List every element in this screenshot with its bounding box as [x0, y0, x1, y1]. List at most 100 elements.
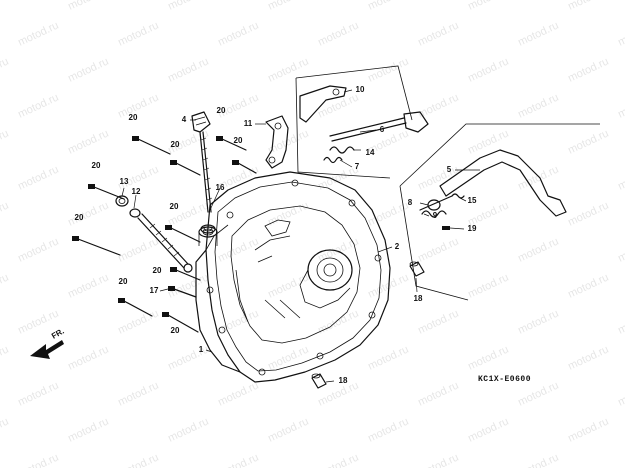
front-direction-arrow: FR.	[30, 327, 66, 359]
watermark-text: motod.ru	[316, 451, 360, 468]
watermark-text: motod.ru	[266, 343, 310, 372]
watermark-text: motod.ru	[166, 55, 210, 84]
callout-20d: 20	[92, 161, 101, 170]
watermark-text: motod.ru	[0, 0, 11, 13]
watermark-text: motod.ru	[116, 235, 160, 264]
watermark-text: motod.ru	[266, 0, 310, 13]
watermark-text: motod.ru	[416, 379, 460, 408]
watermark-text: motod.ru	[316, 307, 360, 336]
watermark-text: motod.ru	[66, 55, 110, 84]
bolt-20g-icon	[165, 225, 201, 243]
dowel-18a-icon	[409, 261, 425, 277]
callout-11: 11	[244, 119, 253, 128]
callout-1: 1	[199, 345, 204, 354]
watermark-text: motod.ru	[66, 271, 110, 300]
watermark-text: motod.ru	[566, 55, 610, 84]
watermark-text: motod.ru	[466, 55, 510, 84]
watermark-text: motod.ru	[416, 451, 460, 468]
watermark-text: motod.ru	[616, 307, 625, 336]
kick-arm-5-icon	[439, 149, 567, 217]
spring-7-icon	[323, 156, 343, 164]
callout-20e: 20	[234, 136, 243, 145]
watermark-text: motod.ru	[616, 379, 625, 408]
callout-20f: 20	[75, 213, 84, 222]
callout-20a: 20	[129, 113, 138, 122]
watermark-text: motod.ru	[16, 235, 60, 264]
callout-labels: 1 2 4 5 6 7 8 9 10 11 12 13 14 15 16 17 …	[75, 85, 477, 385]
callout-8: 8	[408, 198, 413, 207]
callout-13: 13	[120, 177, 129, 186]
watermark-text: motod.ru	[566, 271, 610, 300]
watermark-text: motod.ru	[66, 343, 110, 372]
stopper-arm-11	[265, 115, 289, 169]
watermark-text: motod.ru	[466, 127, 510, 156]
watermark-text: motod.ru	[466, 0, 510, 13]
callout-18a: 18	[414, 294, 423, 303]
watermark-text: motod.ru	[216, 235, 260, 264]
watermark-text: motod.ru	[416, 307, 460, 336]
watermark-text: motod.ru	[466, 343, 510, 372]
watermark-text: motod.ru	[266, 55, 310, 84]
bolt-set	[72, 136, 257, 333]
watermark-text: motod.ru	[516, 163, 560, 192]
callout-10: 10	[356, 85, 365, 94]
callout-4: 4	[182, 115, 187, 124]
o-ring-16-icon	[200, 224, 216, 234]
callout-15: 15	[468, 196, 477, 205]
watermark-text: motod.ru	[216, 451, 260, 468]
watermark-text: motod.ru	[416, 163, 460, 192]
watermark-text: motod.ru	[466, 271, 510, 300]
bolt-20j-icon	[162, 312, 199, 333]
leader-lines	[121, 89, 480, 383]
watermark-text: motod.ru	[66, 199, 110, 228]
callout-14: 14	[366, 148, 375, 157]
crankcase-cover	[195, 171, 391, 383]
oil-seal-13-icon	[115, 195, 129, 207]
pin-19-icon	[442, 226, 450, 230]
washer-15-icon	[451, 193, 465, 199]
callout-20c: 20	[171, 140, 180, 149]
watermark-text: motod.ru	[516, 235, 560, 264]
watermark-text: motod.ru	[366, 415, 410, 444]
watermark-text: motod.ru	[0, 199, 11, 228]
watermark-text: motod.ru	[516, 451, 560, 468]
bolt-20i-icon	[118, 298, 153, 317]
shift-spindle-6-icon	[403, 111, 429, 133]
watermark-text: motod.ru	[516, 91, 560, 120]
watermark-text: motod.ru	[616, 163, 625, 192]
dowel-18b-icon	[311, 373, 327, 389]
watermark-text: motod.ru	[416, 235, 460, 264]
kick-spindle	[115, 195, 193, 273]
callout-19: 19	[468, 224, 477, 233]
watermark-text: motod.ru	[166, 343, 210, 372]
watermark-text: motod.ru	[566, 0, 610, 13]
watermark-text: motod.ru	[366, 199, 410, 228]
bolt-20f-icon	[72, 236, 121, 256]
watermark-text: motod.ru	[316, 91, 360, 120]
callout-20h: 20	[153, 266, 162, 275]
watermark-text: motod.ru	[0, 55, 11, 84]
callout-17: 17	[150, 286, 159, 295]
watermark-text: motod.ru	[616, 235, 625, 264]
watermark-text: motod.ru	[616, 91, 625, 120]
bolt-17-icon	[168, 286, 197, 298]
watermark-text: motod.ru	[566, 343, 610, 372]
watermark-text: motod.ru	[216, 19, 260, 48]
spring-14-icon	[329, 146, 355, 154]
watermark-text: motod.ru	[166, 415, 210, 444]
bolt-20b-icon	[216, 136, 247, 151]
callout-6: 6	[380, 125, 385, 134]
watermark-text: motod.ru	[616, 451, 625, 468]
watermark-text: motod.ru	[116, 91, 160, 120]
watermark-text: motod.ru	[16, 163, 60, 192]
watermark-text: motod.ru	[566, 127, 610, 156]
watermark-text: motod.ru	[566, 415, 610, 444]
boss-8-icon	[427, 199, 441, 211]
callout-2: 2	[395, 242, 400, 251]
watermark-text: motod.ru	[266, 271, 310, 300]
callout-12: 12	[132, 187, 141, 196]
watermark-text: motod.ru	[316, 19, 360, 48]
watermark-text: motod.ru	[16, 379, 60, 408]
